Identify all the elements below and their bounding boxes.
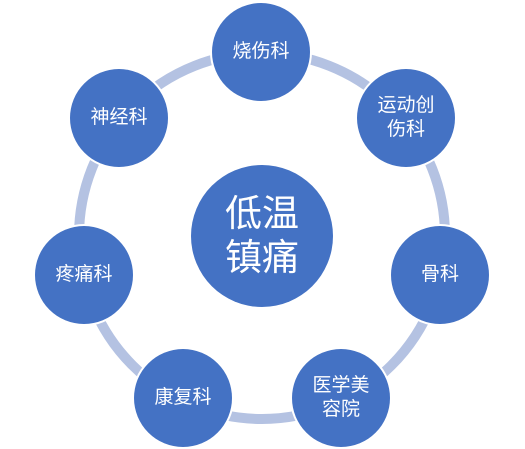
node-orthopedics-dept: 骨科	[391, 226, 489, 324]
node-medical-aesthetics: 医学美 容院	[292, 349, 390, 447]
node-neurology-dept: 神经科	[70, 69, 168, 167]
node-rehabilitation-dept: 康复科	[134, 349, 232, 447]
node-burn-dept: 烧伤科	[212, 3, 310, 101]
node-sports-injury-dept: 运动创 伤科	[357, 69, 455, 167]
center-node-low-temp-analgesia: 低温 镇痛	[191, 165, 333, 307]
node-pain-dept: 疼痛科	[35, 226, 133, 324]
